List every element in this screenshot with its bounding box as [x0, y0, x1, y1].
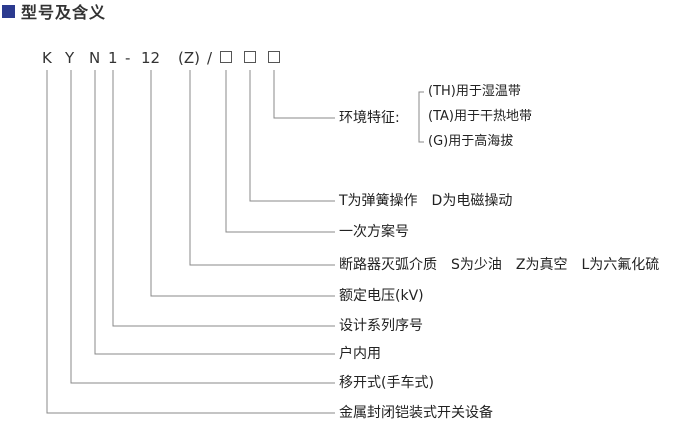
meaning-medium: 断路器灭弧介质 S为少油 Z为真空 L为六氟化硫 — [339, 257, 660, 273]
code-n: N — [89, 49, 101, 67]
meaning-scheme: 一次方案号 — [339, 224, 409, 240]
meaning-operation: T为弹簧操作 D为电磁操动 — [339, 193, 513, 209]
code-y: Y — [65, 49, 75, 67]
code-z: (Z) — [178, 49, 200, 67]
environment-option-th: (TH)用于湿温带 — [428, 84, 521, 99]
line-voltage — [150, 70, 335, 297]
line-indoor — [94, 70, 335, 355]
line-series — [112, 70, 335, 327]
line-scheme — [225, 70, 335, 233]
environment-label: 环境特征: — [339, 110, 400, 126]
environment-option-g: (G)用于高海拔 — [428, 134, 514, 149]
code-slash: / — [207, 49, 213, 67]
heading-square-icon — [2, 4, 15, 18]
meaning-switchgear: 金属封闭铠装式开关设备 — [339, 405, 493, 421]
line-medium — [189, 70, 335, 266]
environment-option-ta: (TA)用于干热地带 — [428, 109, 532, 124]
environment-bracket — [418, 91, 424, 143]
meaning-series: 设计系列序号 — [339, 318, 423, 334]
code-1: 1 — [108, 49, 118, 67]
placeholder-box-2 — [244, 51, 256, 63]
section-heading: 型号及含义 — [0, 0, 106, 22]
meaning-voltage: 额定电压(kV) — [339, 288, 424, 304]
meaning-withdrawable: 移开式(手车式) — [339, 375, 434, 391]
code-k: K — [42, 49, 52, 67]
placeholder-box-3 — [268, 51, 280, 63]
code-12: 12 — [141, 49, 161, 67]
line-operation — [249, 70, 335, 202]
line-switchgear — [46, 70, 335, 414]
line-environment — [273, 70, 335, 119]
heading-title: 型号及含义 — [21, 3, 107, 22]
code-dash: - — [125, 49, 131, 67]
placeholder-box-1 — [220, 51, 232, 63]
meaning-indoor: 户内用 — [339, 346, 381, 362]
line-withdrawable — [70, 70, 335, 384]
